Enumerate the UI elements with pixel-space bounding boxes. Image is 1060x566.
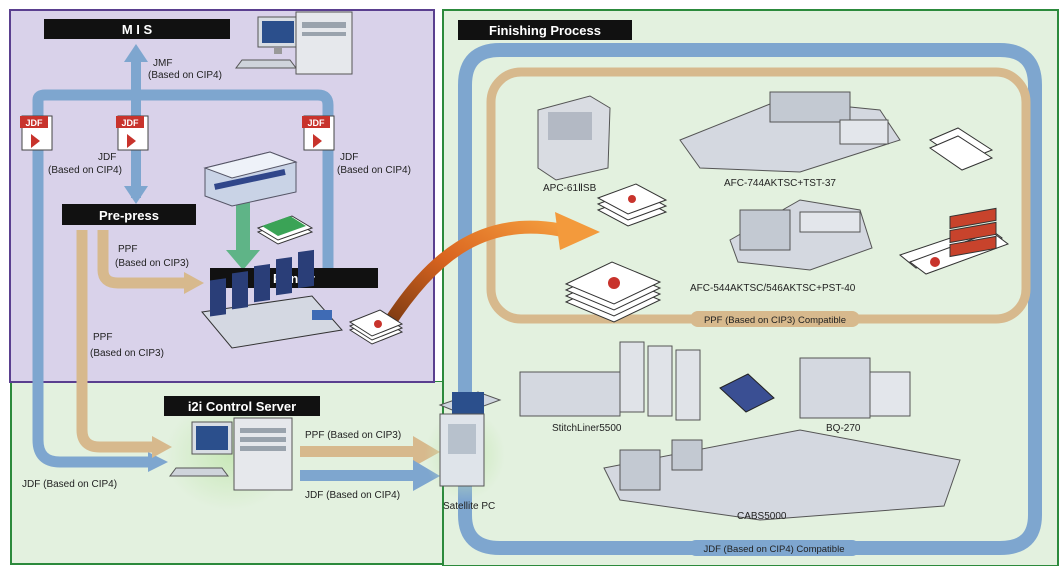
booklet-icon — [719, 373, 775, 413]
finishing-handoff-arrow — [382, 220, 562, 329]
mis-label-box — [44, 19, 230, 39]
cabs5000-label: CABS5000 — [737, 511, 787, 522]
ppf-compat-pill — [690, 311, 860, 327]
jdf-left-arrow — [32, 115, 150, 468]
prepress-label-box — [62, 204, 196, 225]
cabs5000-icon — [603, 429, 961, 521]
ppf-upper-label: PPF — [118, 244, 137, 255]
jdf-compat-pill — [688, 540, 860, 556]
printing-press-icon — [201, 249, 343, 349]
jmf-basis: (Based on CIP4) — [148, 70, 222, 81]
prepress-label: Pre-press — [99, 208, 159, 223]
afc744-folder-icon — [679, 91, 901, 173]
jdf-badge-right: JDF — [302, 115, 335, 151]
stitchliner-icon — [519, 341, 701, 421]
platesetter-icon — [203, 151, 298, 207]
afc744-label: AFC-744AKTSC+TST-37 — [724, 178, 836, 189]
jdf-badge-left: JDF — [20, 115, 53, 151]
satellite-pc-icon — [438, 391, 502, 487]
ppf-server-label: PPF (Based on CIP3) — [305, 430, 401, 441]
afc744-output-icon — [928, 127, 994, 171]
finishing-jdf-loop — [458, 43, 1042, 555]
svg-text:JDF: JDF — [25, 118, 43, 128]
i2i-server-icon — [169, 417, 293, 491]
afc544-label: AFC-544AKTSC/546AKTSC+PST-40 — [690, 283, 856, 294]
ppf-lower-label: PPF — [93, 332, 112, 343]
jdf-compat-label: JDF (Based on CIP4) Compatible — [704, 544, 845, 555]
ppf-lower-arrow — [76, 230, 155, 453]
mis-label: M I S — [122, 22, 153, 37]
ppf-upper-arrow — [97, 230, 186, 289]
jdf-right-label: JDF — [340, 152, 358, 163]
ppf-upper-basis: (Based on CIP3) — [115, 258, 189, 269]
jdf-top-loop — [32, 89, 334, 270]
jmf-label: JMF — [153, 58, 172, 69]
i2i-label: i2i Control Server — [188, 399, 296, 414]
plates-icon — [256, 215, 314, 245]
mis-computer-icon — [235, 11, 353, 75]
jdf-left-basis: (Based on CIP4) — [48, 165, 122, 176]
book-stack-icon — [949, 207, 997, 258]
jdf-right-basis: (Based on CIP4) — [337, 165, 411, 176]
jdf-bottom-left-label: JDF (Based on CIP4) — [22, 479, 117, 490]
svg-text:JDF: JDF — [307, 118, 325, 128]
bq270-label: BQ-270 — [826, 423, 861, 434]
ppf-server-arrow — [300, 446, 415, 457]
finishing-label-box — [458, 20, 632, 40]
finishing-label: Finishing Process — [489, 23, 601, 38]
printer-label-box — [210, 268, 378, 288]
satellite-pc-label: Satellite PC — [443, 501, 495, 512]
jdf-badge-center: JDF — [116, 115, 149, 151]
svg-text:JDF: JDF — [121, 118, 139, 128]
apc-cutter-icon — [537, 95, 611, 181]
ppf-compat-label: PPF (Based on CIP3) Compatible — [704, 315, 846, 326]
apc-label: APC-61ⅡSB — [543, 183, 597, 194]
i2i-label-box — [164, 396, 320, 416]
bq270-binder-icon — [799, 357, 911, 419]
apc-output-stack — [596, 183, 668, 227]
jdf-left-label: JDF — [98, 152, 116, 163]
ppf-lower-basis: (Based on CIP3) — [90, 348, 164, 359]
afc544-folder-icon — [729, 199, 873, 271]
jdf-server-label: JDF (Based on CIP4) — [305, 490, 400, 501]
finishing-input-stack — [564, 261, 662, 323]
printed-sheets-icon — [348, 309, 404, 345]
jdf-server-arrow — [300, 470, 415, 481]
stitchliner-label: StitchLiner5500 — [552, 423, 622, 434]
